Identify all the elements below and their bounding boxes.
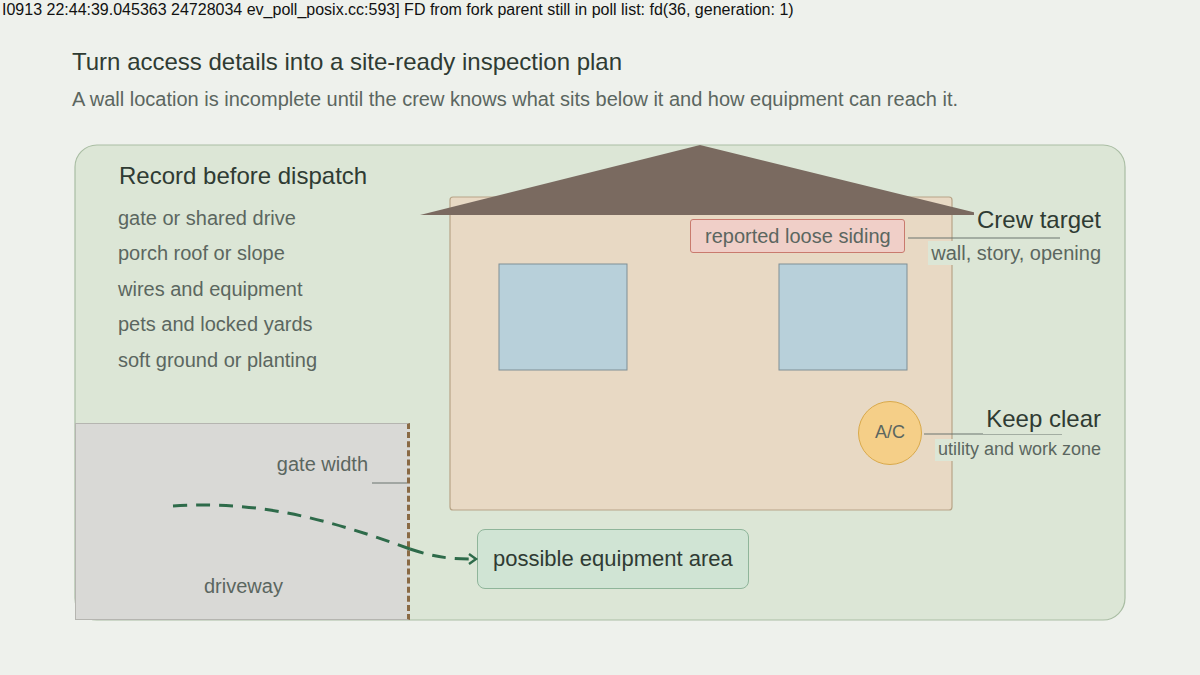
leader-line [908,237,1060,238]
checklist-item: gate or shared drive [118,206,296,230]
callout-note: wall, story, opening [928,241,1104,265]
panel-heading: Record before dispatch [119,162,367,191]
site-panel [75,145,1125,620]
roof [420,145,985,215]
equipment-area: possible equipment area [477,529,749,589]
title: Turn access details into a site-ready in… [72,48,622,77]
issue-box: reported loose siding [690,219,905,253]
checklist-item: soft ground or planting [118,348,317,372]
node-label: reported loose siding [705,224,891,248]
node-label: A/C [875,422,905,444]
area-label: driveway [204,574,283,598]
site-panel: Record before dispatch gate or shared dri… [75,145,1125,620]
checklist-item: pets and locked yards [118,312,313,336]
callout-note: utility and work zone [935,439,1104,461]
driveway-area: driveway [75,423,410,620]
house-wall [450,197,952,510]
access-arrow [410,549,476,559]
utility-circle: A/C [858,401,922,465]
window [779,264,907,370]
log-line: I0913 22:44:39.045363 24728034 ev_poll_p… [2,0,794,19]
callout-heading: Keep clear [983,405,1104,434]
checklist-item: wires and equipment [118,277,303,301]
window [499,264,627,370]
node-label: possible equipment area [493,546,733,572]
subtitle: A wall location is incomplete until the … [72,87,958,111]
callout-heading: Crew target [974,206,1104,235]
checklist-item: porch roof or slope [118,241,285,265]
dimension-label: gate width [277,452,368,476]
